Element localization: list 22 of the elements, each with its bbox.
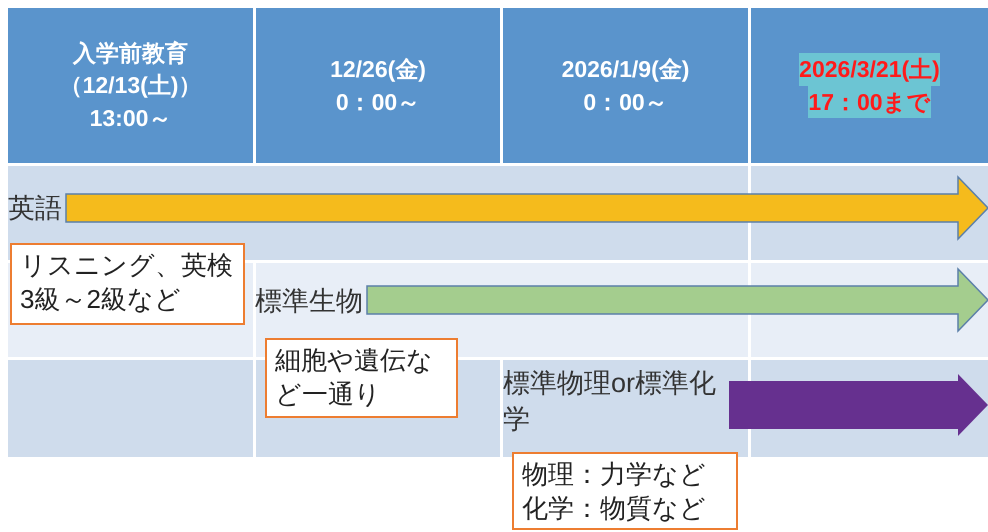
date-text: （12/13(土)）	[60, 71, 202, 100]
header-cell	[256, 8, 500, 163]
note-box: 物理：力学など化学：物質など	[512, 452, 738, 530]
highlighted-date: 2026/3/21(土)	[799, 53, 940, 86]
date-text: 0：00～	[583, 88, 668, 116]
header-cell	[503, 8, 748, 163]
arrow	[366, 267, 988, 333]
arrow	[729, 374, 988, 436]
note-box: 細胞や遺伝など一通り	[265, 338, 458, 418]
arrow	[65, 175, 988, 241]
date-text: 13:00～	[90, 104, 172, 133]
note-box: リスニング、英検3級～2級など	[10, 243, 245, 325]
subject-label: 英語	[8, 190, 62, 226]
date-text: 入学前教育	[73, 39, 188, 68]
date-text: 12/26(金)	[330, 55, 426, 84]
date-text: 0：00～	[336, 88, 420, 116]
subject-label: 標準物理or標準化学	[503, 365, 725, 438]
header-cell	[8, 8, 253, 163]
subject-label: 標準生物	[255, 283, 363, 320]
date-text: 2026/1/9(金)	[562, 55, 690, 84]
highlighted-date: 17：00まで	[808, 86, 931, 118]
header-cell	[751, 8, 988, 163]
